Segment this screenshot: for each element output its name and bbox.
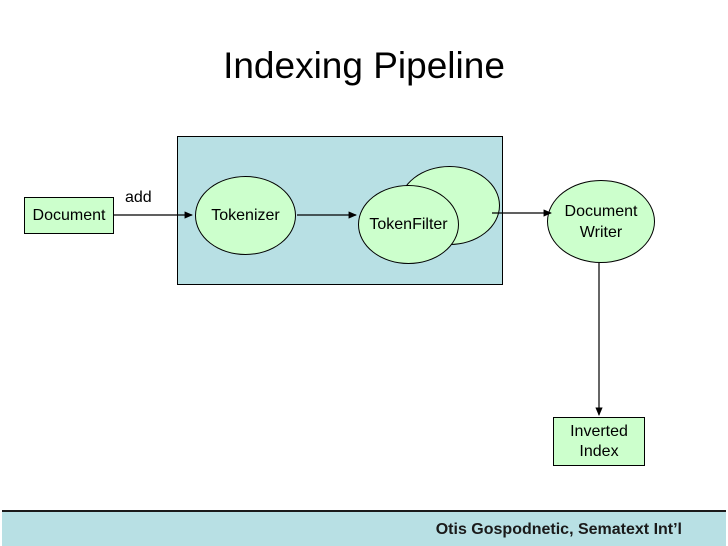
node-document-writer[interactable]: Document Writer: [547, 180, 655, 263]
node-tokenizer-label: Tokenizer: [211, 207, 280, 224]
node-document-writer-label-line2: Writer: [579, 223, 623, 241]
footer-bar: Otis Gospodnetic, Sematext Int’l: [2, 510, 726, 546]
node-inverted-index[interactable]: Inverted Index: [553, 417, 645, 466]
node-document-writer-label-line1: Document: [564, 202, 638, 220]
node-document-label: Document: [32, 206, 106, 224]
page-title: Indexing Pipeline: [223, 45, 505, 86]
node-tokenizer[interactable]: Tokenizer: [195, 176, 296, 255]
node-inverted-index-label-line1: Inverted: [570, 422, 628, 440]
node-tokenfilter[interactable]: TokenFilter: [358, 166, 500, 264]
node-document[interactable]: Document: [24, 197, 114, 234]
node-document-writer-label: Document Writer: [565, 201, 638, 243]
footer-credit: Otis Gospodnetic, Sematext Int’l: [435, 521, 682, 538]
node-tokenfilter-front-shape: TokenFilter: [358, 185, 459, 264]
node-inverted-index-label-line2: Index: [579, 442, 619, 460]
node-inverted-index-label: Inverted Index: [570, 422, 628, 462]
edge-label-add: add: [125, 189, 152, 206]
node-tokenfilter-label: TokenFilter: [369, 216, 448, 233]
